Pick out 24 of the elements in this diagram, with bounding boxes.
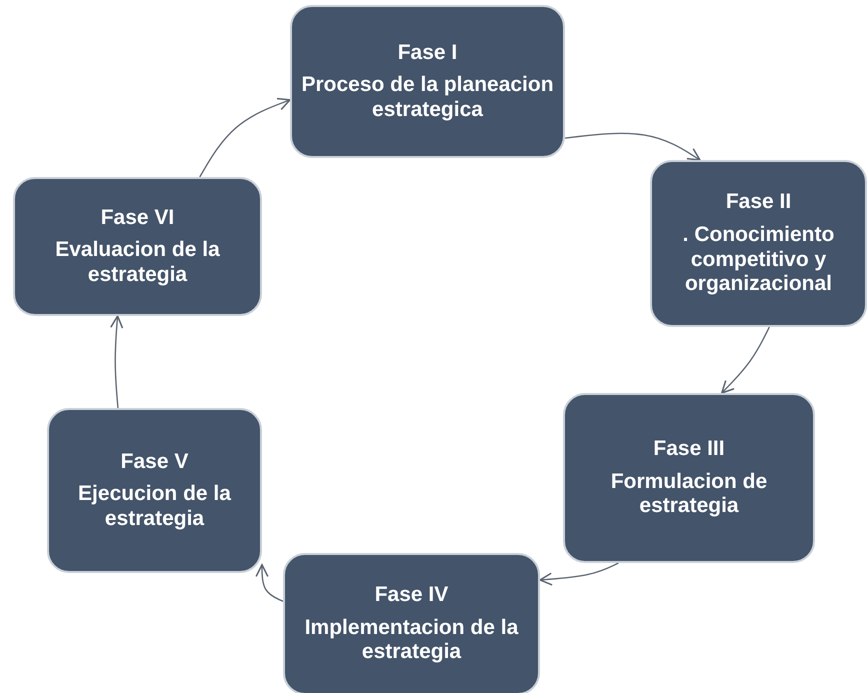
- arrow: [255, 564, 284, 602]
- arrow: [110, 315, 124, 408]
- phase-box: [283, 553, 540, 693]
- phase-title: Fase IV: [374, 583, 448, 608]
- phase-title: Fase VI: [100, 206, 174, 230]
- phase-title: Fase III: [653, 437, 725, 462]
- phase-title: Fase I: [398, 40, 458, 66]
- phase-box: [13, 177, 262, 316]
- phase-title: Fase V: [120, 450, 188, 474]
- phase-box: [650, 160, 867, 327]
- arrow: [564, 132, 701, 161]
- phase-box: [563, 393, 815, 563]
- arrow: [539, 562, 619, 586]
- phase-description: Implementacion de la estrategia: [304, 616, 520, 665]
- phase-description: Formulacion de estrategia: [610, 470, 768, 519]
- phase-description: Evaluacion de la estrategia: [54, 238, 221, 288]
- phase-description: Ejecucion de la estrategia: [77, 482, 232, 532]
- phase-box: [47, 408, 262, 573]
- phase-description: Proceso de la planeacion estrategica: [300, 73, 555, 122]
- phase-description: . Conocimiento competitivo y organizacional: [682, 222, 836, 297]
- phase-box: [290, 5, 565, 158]
- arrow: [721, 326, 770, 394]
- phase-title: Fase II: [726, 190, 792, 215]
- arrow: [199, 98, 291, 178]
